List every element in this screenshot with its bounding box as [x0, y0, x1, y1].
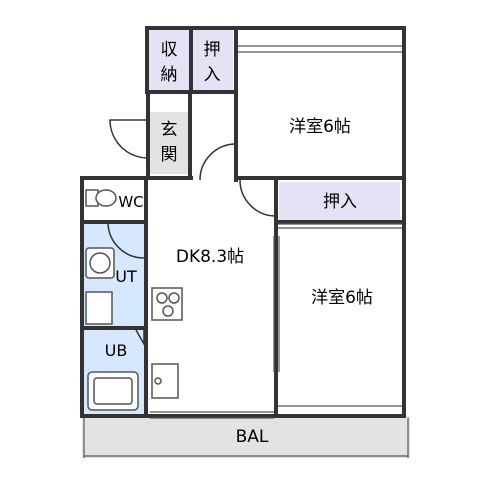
doors [107, 119, 277, 347]
walls [80, 26, 406, 418]
bathtub-inner-icon [93, 377, 133, 405]
label-ut: UT [115, 267, 137, 286]
balcony-fill [82, 416, 410, 458]
label-western-room-top: 洋室6帖 [289, 117, 351, 137]
label-closet-top-1: 押 [204, 40, 221, 60]
label-dk: DK8.3帖 [176, 247, 244, 267]
label-balcony: BAL [236, 427, 269, 447]
toilet-bowl-icon [95, 189, 117, 207]
label-ub: UB [105, 341, 128, 360]
entrance-fill [150, 112, 188, 174]
faucet-icon [154, 377, 162, 385]
ut-door [107, 221, 145, 259]
fixtures [85, 189, 183, 411]
labels: 収納 押 入 洋室6帖 玄 関 WC 押入 DK8.3帖 UT 洋室6帖 UB … [105, 40, 373, 447]
label-closet-mid: 押入 [323, 192, 357, 212]
burner-icon [162, 305, 174, 317]
label-wc: WC [118, 193, 143, 211]
room-door [239, 179, 277, 217]
label-entrance-2: 関 [161, 145, 178, 165]
dk-door [199, 143, 237, 181]
storage-fill [149, 30, 189, 90]
burner-icon [168, 292, 180, 304]
label-storage-1: 収納 [161, 40, 178, 85]
label-entrance-1: 玄 [161, 120, 178, 140]
label-closet-top-2: 入 [204, 65, 221, 85]
ub-door [135, 329, 145, 347]
label-western-room-right: 洋室6帖 [311, 288, 373, 308]
washer-icon [85, 291, 113, 325]
burner-icon [156, 292, 168, 304]
closet-mid-fill [279, 182, 400, 220]
detail-lines [83, 45, 409, 458]
washbasin-bowl-icon [89, 252, 111, 274]
closet-top-fill [193, 30, 233, 90]
entrance-door [109, 119, 149, 159]
